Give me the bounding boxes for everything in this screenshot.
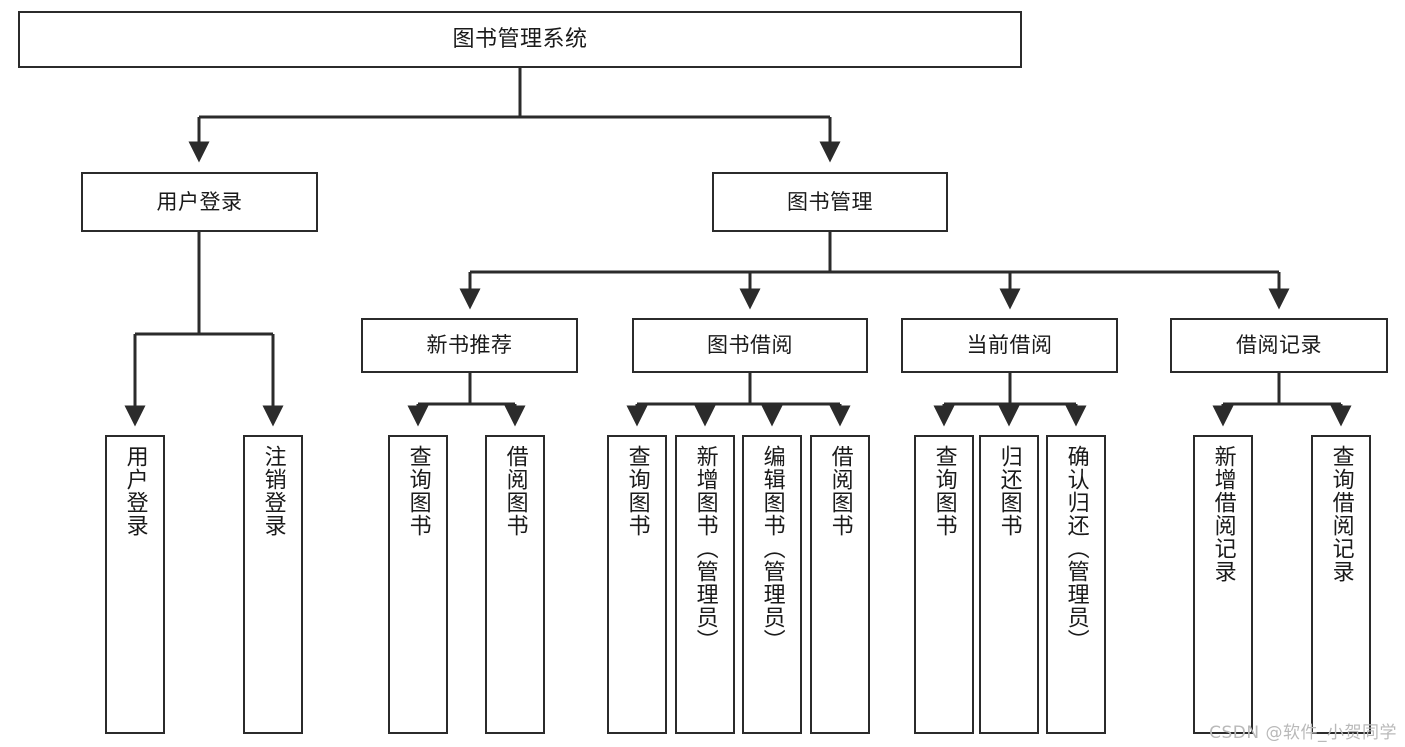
node-leaf-query-book-2[interactable]: 查询图书 <box>607 435 667 734</box>
node-leaf-borrow-book-1-label: 借阅图书 <box>502 445 528 537</box>
node-leaf-query-book-3-label: 查询图书 <box>931 445 957 537</box>
node-book-borrow[interactable]: 图书借阅 <box>632 318 868 373</box>
node-leaf-return-book-label: 归还图书 <box>996 445 1022 537</box>
node-borrow-record-label: 借阅记录 <box>1236 333 1322 357</box>
node-leaf-confirm-return[interactable]: 确认归还（管理员） <box>1046 435 1106 734</box>
node-book-management[interactable]: 图书管理 <box>712 172 948 232</box>
node-new-book-recommend[interactable]: 新书推荐 <box>361 318 578 373</box>
node-borrow-record[interactable]: 借阅记录 <box>1170 318 1388 373</box>
node-leaf-add-record[interactable]: 新增借阅记录 <box>1193 435 1253 734</box>
node-leaf-edit-book-label: 编辑图书（管理员） <box>759 445 785 652</box>
node-leaf-user-logout[interactable]: 注销登录 <box>243 435 303 734</box>
node-leaf-add-book[interactable]: 新增图书（管理员） <box>675 435 735 734</box>
node-new-book-recommend-label: 新书推荐 <box>426 333 513 357</box>
node-leaf-add-book-label: 新增图书（管理员） <box>692 445 718 652</box>
node-current-borrow-label: 当前借阅 <box>966 333 1053 357</box>
node-leaf-user-login-label: 用户登录 <box>122 445 148 537</box>
node-leaf-query-record[interactable]: 查询借阅记录 <box>1311 435 1371 734</box>
node-root[interactable]: 图书管理系统 <box>18 11 1022 68</box>
node-book-borrow-label: 图书借阅 <box>707 333 793 357</box>
node-leaf-edit-book[interactable]: 编辑图书（管理员） <box>742 435 802 734</box>
node-leaf-user-logout-label: 注销登录 <box>260 445 286 537</box>
node-user-login-label: 用户登录 <box>156 189 243 214</box>
node-root-label: 图书管理系统 <box>452 26 588 52</box>
node-leaf-borrow-book-2-label: 借阅图书 <box>827 445 853 537</box>
node-leaf-borrow-book-2[interactable]: 借阅图书 <box>810 435 870 734</box>
node-leaf-query-record-label: 查询借阅记录 <box>1328 445 1354 583</box>
node-leaf-borrow-book-1[interactable]: 借阅图书 <box>485 435 545 734</box>
node-user-login[interactable]: 用户登录 <box>81 172 318 232</box>
node-leaf-query-book-2-label: 查询图书 <box>624 445 650 537</box>
node-leaf-user-login[interactable]: 用户登录 <box>105 435 165 734</box>
node-current-borrow[interactable]: 当前借阅 <box>901 318 1118 373</box>
node-leaf-confirm-return-label: 确认归还（管理员） <box>1063 445 1089 652</box>
node-leaf-query-book-1[interactable]: 查询图书 <box>388 435 448 734</box>
node-leaf-query-book-3[interactable]: 查询图书 <box>914 435 974 734</box>
node-book-management-label: 图书管理 <box>787 189 873 214</box>
node-leaf-return-book[interactable]: 归还图书 <box>979 435 1039 734</box>
watermark-text: CSDN @软件_小贺同学 <box>1209 723 1397 743</box>
node-leaf-query-book-1-label: 查询图书 <box>405 445 431 537</box>
node-leaf-add-record-label: 新增借阅记录 <box>1210 445 1236 583</box>
